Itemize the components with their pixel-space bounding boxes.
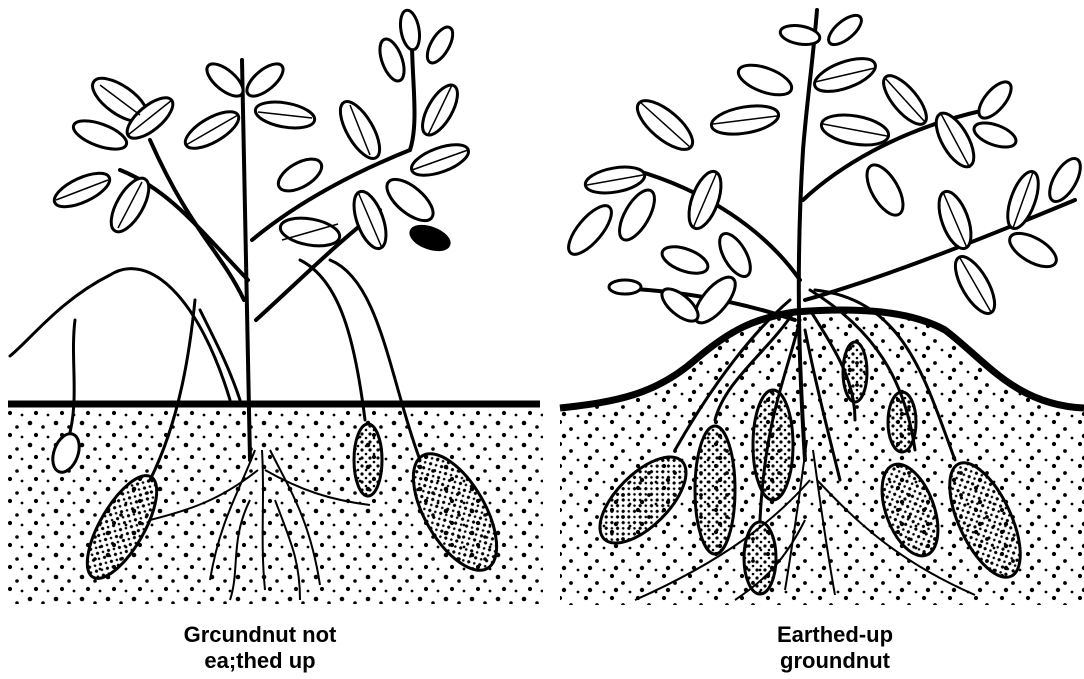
left-caption-line2: ea;thed up xyxy=(130,648,390,674)
earthed-up-groundnut-illustration xyxy=(555,0,1084,610)
groundnut-not-earthed-up-illustration xyxy=(0,0,545,610)
right-plant-drawing xyxy=(555,0,1084,610)
left-caption: Grcundnut not ea;thed up xyxy=(130,622,390,674)
leaves xyxy=(50,9,473,254)
left-plant-drawing xyxy=(0,0,545,610)
right-caption: Earthed-up groundnut xyxy=(720,622,950,674)
right-caption-line1: Earthed-up xyxy=(720,622,950,648)
right-caption-line2: groundnut xyxy=(720,648,950,674)
left-caption-line1: Grcundnut not xyxy=(130,622,390,648)
leaves xyxy=(562,10,1084,329)
